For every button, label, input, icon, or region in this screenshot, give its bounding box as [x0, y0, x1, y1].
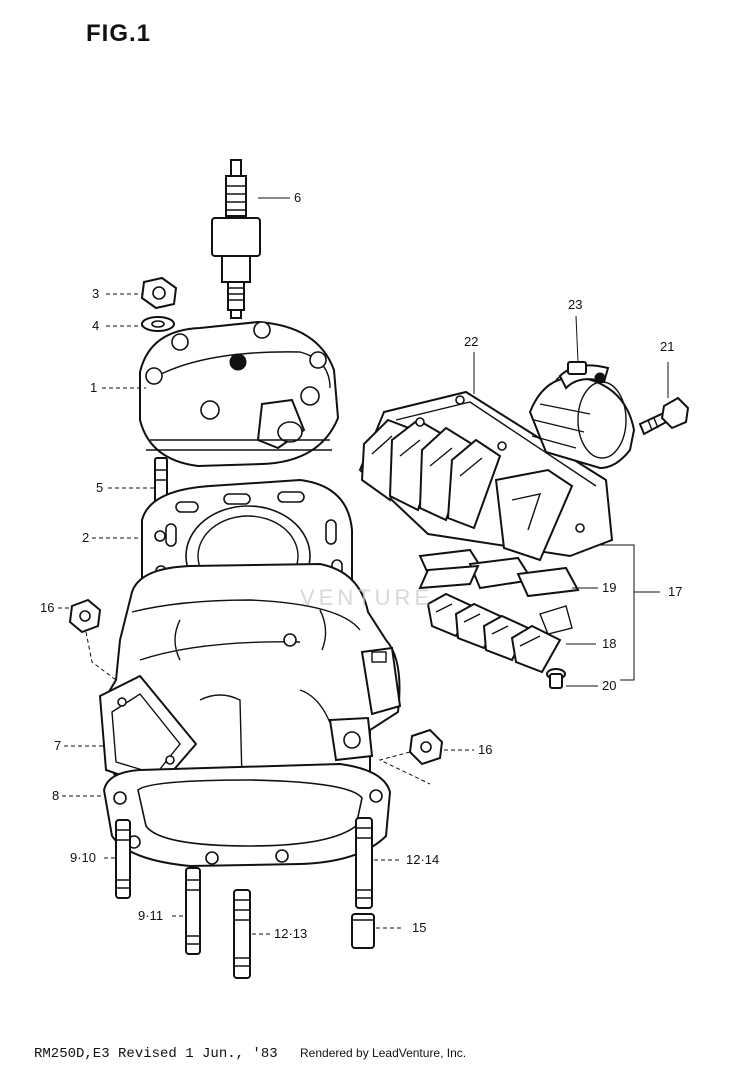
callout-15: 15	[412, 920, 427, 935]
callout-12-14: 12·14	[406, 852, 440, 867]
stud-12-14	[355, 817, 373, 909]
base-gasket	[102, 762, 392, 868]
callout-19: 19	[602, 580, 617, 595]
cylinder-head	[139, 320, 340, 468]
stud-9-10	[115, 819, 131, 899]
washer	[141, 316, 175, 332]
callout-12-13: 12·13	[274, 926, 308, 941]
callout-22: 22	[464, 334, 479, 349]
callout-5: 5	[96, 480, 104, 495]
callout-2: 2	[82, 530, 90, 545]
dowel-pin	[351, 913, 375, 949]
callout-23: 23	[568, 297, 583, 312]
stud-12-13	[233, 889, 251, 979]
cylinder-nut-left	[68, 598, 102, 634]
mounting-bolt	[638, 396, 690, 436]
callout-16-left: 16	[40, 600, 55, 615]
callout-3: 3	[92, 286, 100, 301]
callout-21: 21	[660, 339, 675, 354]
callout-17: 17	[668, 584, 683, 599]
revision-note: RM250D,E3 Revised 1 Jun., '83	[34, 1046, 278, 1062]
stud-9-11	[185, 867, 201, 955]
reed-petals	[426, 592, 573, 674]
callout-8: 8	[52, 788, 60, 803]
spark-plug	[211, 159, 261, 319]
figure-title: FIG.1	[86, 20, 152, 47]
head-nut	[140, 276, 178, 310]
callout-4: 4	[92, 318, 100, 333]
callout-1: 1	[90, 380, 98, 395]
callout-6: 6	[294, 190, 302, 205]
callout-9-11: 9·11	[138, 908, 164, 923]
callout-20: 20	[602, 678, 617, 693]
render-credit: Rendered by LeadVenture, Inc.	[300, 1046, 467, 1060]
callout-18: 18	[602, 636, 617, 651]
reed-stopper	[418, 548, 580, 598]
cylinder	[98, 562, 402, 812]
reed-valve-assembly	[358, 390, 614, 562]
callout-16-right: 16	[478, 742, 493, 757]
watermark: VENTURE	[300, 585, 434, 610]
hose-clamp	[558, 361, 610, 390]
callout-7: 7	[54, 738, 62, 753]
cylinder-nut-right	[408, 728, 444, 766]
reed-screw	[546, 668, 566, 689]
callout-9-10: 9·10	[70, 850, 97, 865]
